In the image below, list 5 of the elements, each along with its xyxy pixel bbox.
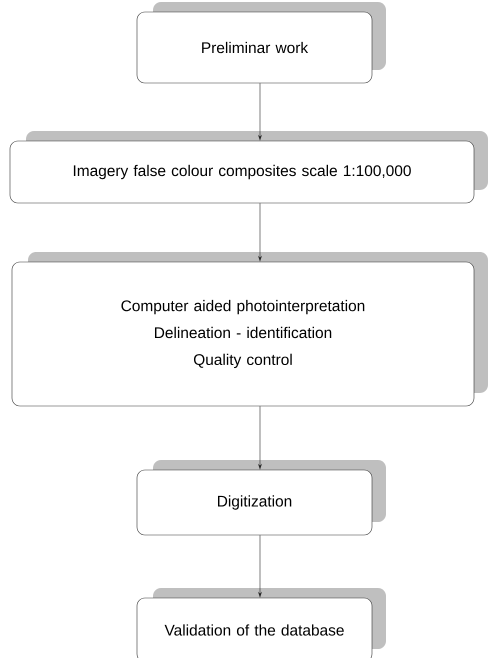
process-box: Validation of the database [136, 588, 386, 658]
process-box: Imagery false colour composites scale 1:100,000 [10, 131, 488, 204]
process-box: Preliminar work [136, 2, 386, 84]
process-box: Computer aided photointerpretation Delineation - identification Quality control [12, 252, 488, 406]
process-box: Digitization [136, 460, 386, 536]
